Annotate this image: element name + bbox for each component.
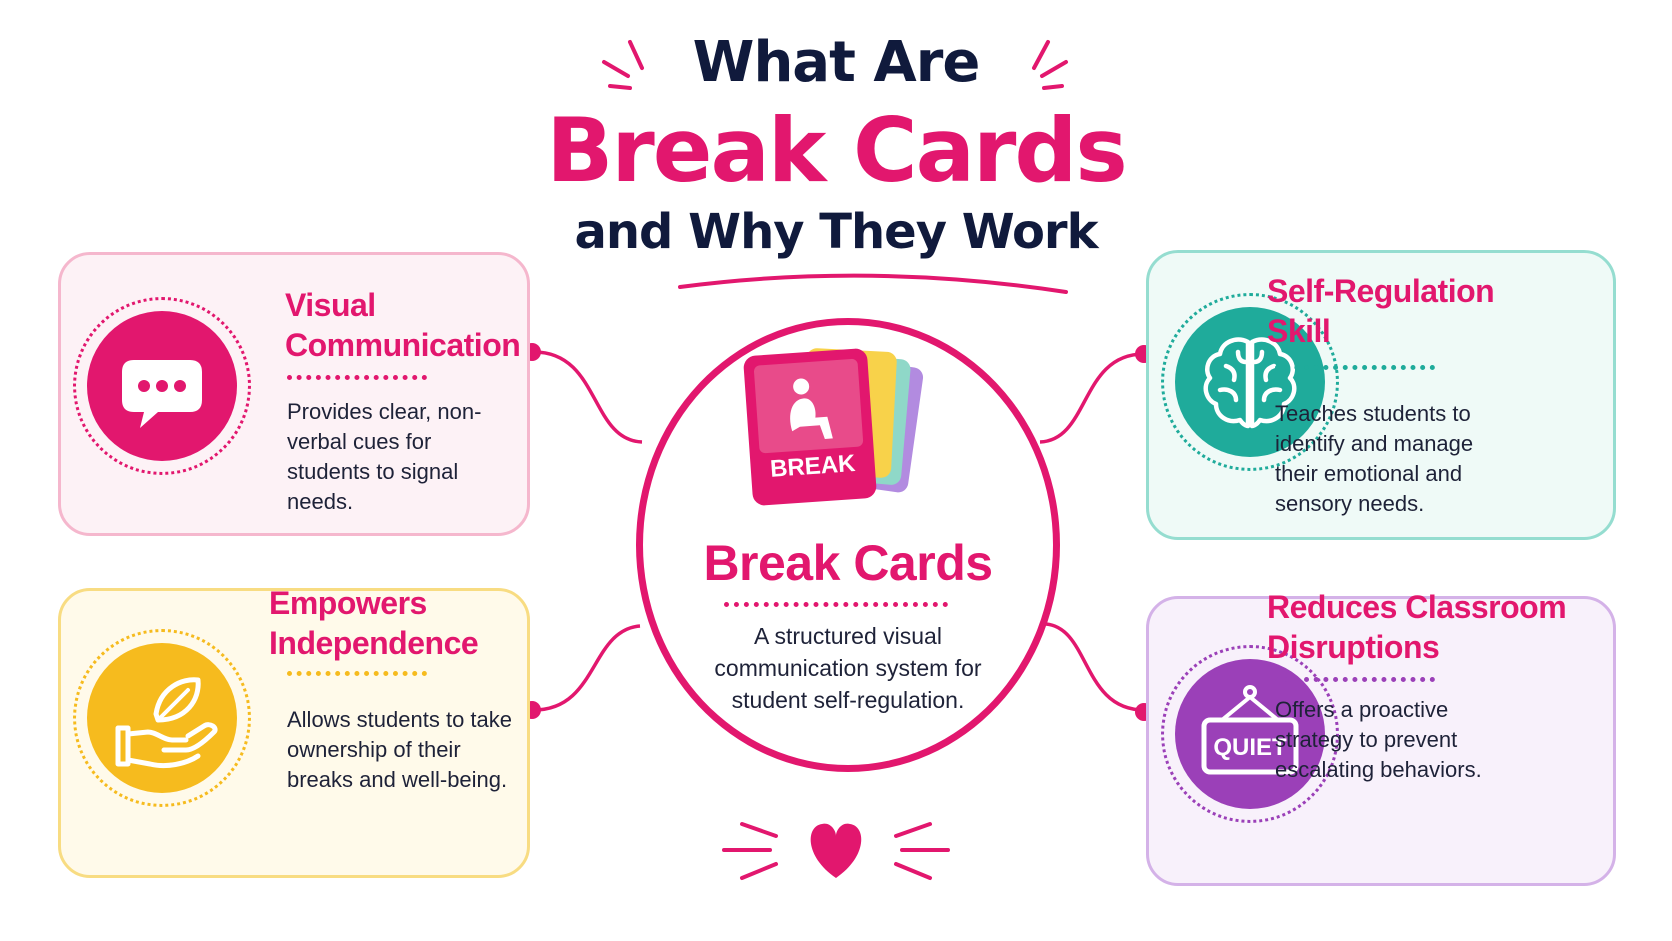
card-title: Empowers Independence [269, 583, 479, 663]
card-empowers-independence: Empowers Independence Allows students to… [58, 585, 530, 878]
speech-bubble-icon [122, 360, 202, 428]
card-title-line-2: Communication [285, 327, 521, 363]
quiet-sign-icon: QUIET [1201, 685, 1299, 775]
title-line-3: and Why They Work [574, 204, 1098, 260]
dotted-divider [1275, 677, 1435, 686]
card-title-line-2: Independence [269, 625, 479, 661]
card-title-line-2: Disruptions [1267, 629, 1440, 665]
icon-ring [1161, 293, 1339, 471]
icon-ring [73, 297, 251, 475]
card-self-regulation-skill: Self-Regulation Skill Teaches students t… [1146, 250, 1616, 540]
icon-ring: QUIET [1161, 645, 1339, 823]
dotted-divider [287, 375, 427, 384]
card-title-line-1: Self-Regulation [1267, 273, 1495, 309]
page-title: What Are Break Cards and Why They Work [0, 28, 1672, 264]
dotted-divider [287, 671, 427, 680]
card-visual-communication: Visual Communication Provides clear, non… [58, 252, 530, 536]
card-body: Provides clear, non-verbal cues for stud… [287, 399, 482, 514]
quiet-sign-text: QUIET [1213, 734, 1287, 761]
card-title: Visual Communication [285, 285, 521, 365]
card-title-line-1: Empowers [269, 585, 427, 621]
title-underline [678, 273, 1068, 294]
heart-icon [722, 822, 950, 880]
card-body: Offers a proactive strategy to prevent e… [1275, 697, 1482, 782]
icon-ring [73, 629, 251, 807]
center-title: Break Cards [703, 535, 993, 591]
card-title: Self-Regulation Skill [1267, 271, 1495, 351]
break-card-stack: BREAK [743, 348, 924, 506]
center-description: A structured visual communication system… [714, 623, 982, 713]
card-title-line-1: Reduces Classroom [1267, 589, 1567, 625]
card-reduces-classroom-disruptions: QUIET Reduces Classroom Disruptions Offe… [1146, 589, 1616, 886]
hand-leaf-icon [115, 677, 218, 769]
card-title-line-2: Skill [1267, 313, 1331, 349]
dotted-divider [1275, 365, 1435, 374]
card-title: Reduces Classroom Disruptions [1267, 587, 1567, 667]
card-body: Allows students to take ownership of the… [287, 707, 513, 792]
title-line-1: What Are [692, 30, 981, 95]
brain-icon [1203, 337, 1297, 429]
card-body: Teaches students to identify and manage … [1275, 401, 1474, 516]
center-dotted-divider [724, 602, 948, 607]
break-card-label: BREAK [769, 450, 857, 483]
icon-disc [1175, 659, 1325, 809]
card-title-line-1: Visual [285, 287, 376, 323]
title-line-2: Break Cards [546, 99, 1127, 202]
